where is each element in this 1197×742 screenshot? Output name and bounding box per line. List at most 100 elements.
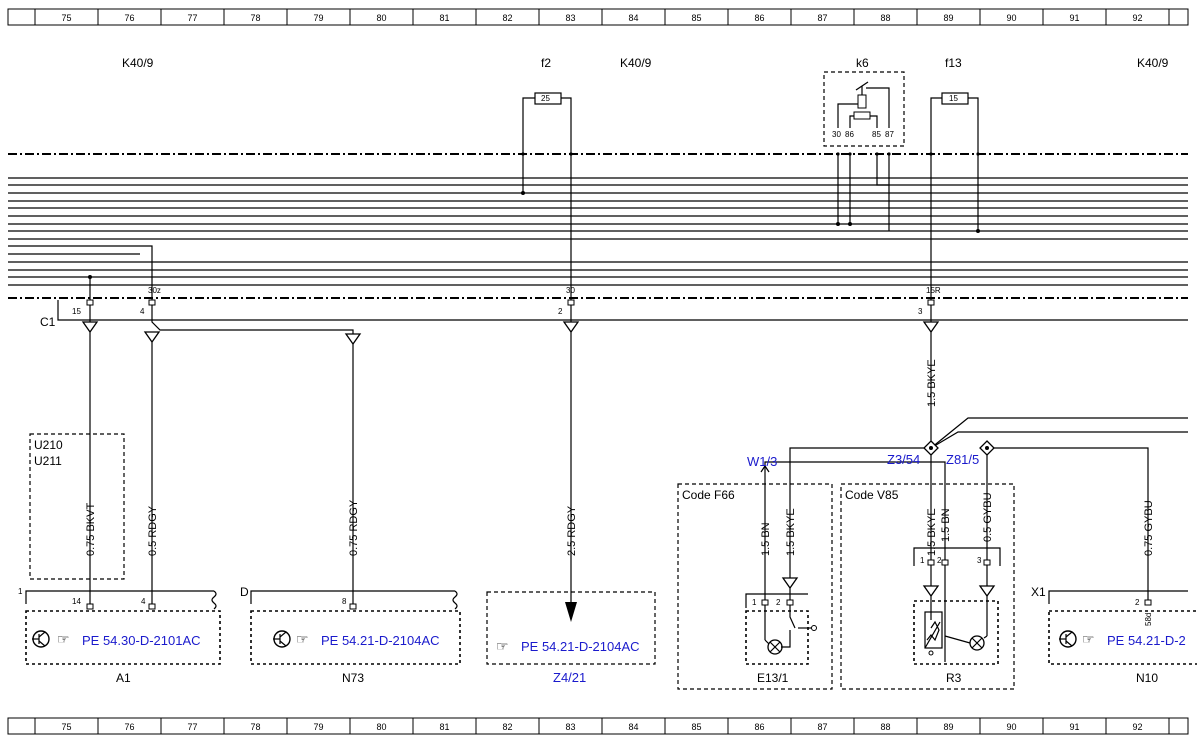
grid-column-label: 76 [124, 722, 134, 732]
r3-pin-1: 1 [920, 556, 925, 565]
wire-label-gybu-n10: 0.75 GYBU [1143, 500, 1155, 556]
e131-label: E13/1 [757, 671, 789, 685]
relay-k6: 30 86 85 87 [823, 71, 905, 147]
r3-label: R3 [946, 671, 962, 685]
pe-z421-link[interactable]: PE 54.21-D-2104AC [521, 639, 640, 654]
k6-pin-87: 87 [885, 130, 894, 139]
wire-label-bkye-r3: 1.5 BKYE [926, 508, 938, 556]
a1-pin-14: 14 [72, 597, 81, 606]
grid-column-label: 85 [691, 722, 701, 732]
grid-column-label: 83 [565, 722, 575, 732]
k6-pin-30: 30 [832, 130, 841, 139]
z815-link[interactable]: Z81/5 [946, 452, 979, 467]
f13-rating: 15 [949, 94, 958, 103]
grid-column-label: 79 [313, 13, 323, 23]
a1-corner-label: 1 [18, 587, 23, 596]
n10-pin-2: 2 [1135, 598, 1140, 607]
grid-column-label: 89 [943, 722, 953, 732]
n10-pin-58d: 58d [1144, 613, 1153, 626]
right-wiring [760, 332, 1188, 600]
grid-column-label: 86 [754, 722, 764, 732]
grid-column-label: 75 [61, 722, 71, 732]
grid-column-label: 76 [124, 13, 134, 23]
pe-n73-link[interactable]: PE 54.21-D-2104AC [321, 633, 440, 648]
pointing-hand-icon: ☞ [496, 638, 509, 654]
component-n73: D 8 ☞ PE 54.21-D-2104AC N73 [240, 585, 461, 685]
wire-label-bkye-main: 1.5 BKYE [926, 359, 938, 407]
transistor-icon [273, 630, 291, 648]
n10-label: N10 [1136, 671, 1158, 685]
code-f66-box: Code F66 1.5 BN 1.5 BKYE 1 2 E13/1 [677, 483, 833, 690]
grid-column-label: 88 [880, 722, 890, 732]
transistor-icon [1059, 630, 1077, 648]
internal-bus-lines [8, 152, 1188, 301]
n73-corner-label: D [240, 585, 249, 599]
grid-column-label: 78 [250, 722, 260, 732]
fuse-f13: 15 [930, 92, 979, 153]
f2-label: f2 [541, 56, 551, 70]
z354-link[interactable]: Z3/54 [887, 452, 920, 467]
a1-pin-4: 4 [141, 597, 146, 606]
k6-pin-85: 85 [872, 130, 881, 139]
u210-label: U210 [34, 438, 63, 452]
e13-pin-2: 2 [776, 598, 781, 607]
bus-pin-15r: 15R [926, 286, 941, 295]
k6-label: k6 [856, 56, 869, 70]
z421-link[interactable]: Z4/21 [553, 670, 586, 685]
f13-label: f13 [945, 56, 962, 70]
bus-pin-30z: 30z [148, 286, 161, 295]
connector-c1: C1 15 4 2 3 [40, 299, 1188, 334]
transistor-icon [32, 630, 50, 648]
grid-column-label: 84 [628, 722, 638, 732]
c1-pin-2: 2 [558, 307, 563, 316]
f2-rating: 25 [541, 94, 550, 103]
grid-column-label: 78 [250, 13, 260, 23]
e13-pin-1: 1 [752, 598, 757, 607]
grid-column-label: 83 [565, 13, 575, 23]
u211-label: U211 [34, 454, 62, 468]
grid-column-label: 82 [502, 722, 512, 732]
grid-column-label: 84 [628, 13, 638, 23]
wire-label-rdgy-25: 2.5 RDGY [566, 505, 578, 556]
grid-column-label: 90 [1006, 722, 1016, 732]
grid-column-label: 90 [1006, 13, 1016, 23]
k40-mid-label: K40/9 [620, 56, 652, 70]
code-f66-label: Code F66 [682, 488, 735, 502]
component-z421: ☞ PE 54.21-D-2104AC Z4/21 [486, 591, 656, 685]
wire-label-gybu-r3: 0.5 GYBU [982, 492, 994, 542]
n73-pin-8: 8 [342, 597, 347, 606]
grid-column-label: 91 [1069, 722, 1079, 732]
c1-pin-4: 4 [140, 307, 145, 316]
grid-column-label: 81 [439, 722, 449, 732]
grid-column-label: 80 [376, 13, 386, 23]
pe-a1-link[interactable]: PE 54.30-D-2101AC [82, 633, 201, 648]
component-a1: 1 14 4 ☞ PE 54.30-D-2101AC A1 [18, 587, 221, 685]
arrow-z421 [565, 602, 577, 622]
code-v85-label: Code V85 [845, 488, 899, 502]
grid-column-label: 92 [1132, 722, 1142, 732]
wire-label-rdgy-05: 0.5 RDGY [147, 505, 159, 556]
n10-corner-label: X1 [1031, 585, 1046, 599]
grid-column-label: 86 [754, 13, 764, 23]
k6-pin-86: 86 [845, 130, 854, 139]
grid-column-label: 89 [943, 13, 953, 23]
grid-column-label: 75 [61, 13, 71, 23]
pointing-hand-icon: ☞ [57, 631, 70, 647]
component-n10: 0.75 GYBU X1 2 58d ☞ PE 54.21-D-2 N10 [1031, 500, 1197, 685]
grid-column-label: 80 [376, 722, 386, 732]
code-v85-box: Code V85 1.5 BKYE 1.5 BN 0.5 GYBU 1 2 3 … [840, 483, 1015, 690]
lamp-icon [969, 635, 985, 651]
a1-label: A1 [116, 671, 131, 685]
w13-link[interactable]: W1/3 [747, 454, 777, 469]
pe-n10-link[interactable]: PE 54.21-D-2 [1107, 633, 1186, 648]
wire-label-bn-r3: 1.5 BN [940, 508, 952, 542]
r3-pin-3: 3 [977, 556, 982, 565]
lamp-icon [767, 639, 783, 655]
bus-pin-30: 30 [566, 286, 575, 295]
k40-right-label: K40/9 [1137, 56, 1169, 70]
wire-label-bkye-e13: 1.5 BKYE [785, 508, 797, 556]
grid-column-label: 77 [187, 722, 197, 732]
